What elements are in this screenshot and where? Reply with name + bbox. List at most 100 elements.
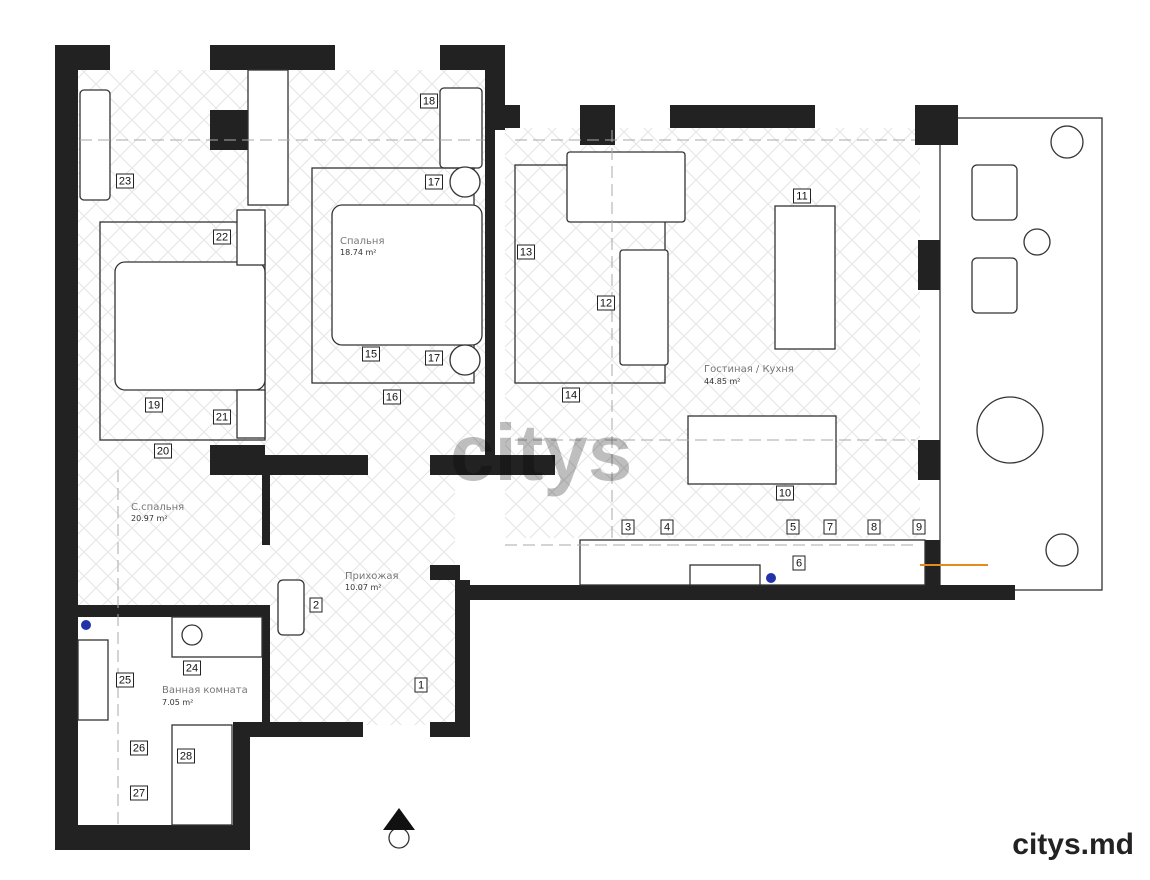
marker-box [517, 244, 535, 260]
marker-label: 23 [119, 176, 131, 188]
room-name-bathroom: Ванная комната [162, 685, 248, 696]
marker-box [130, 785, 148, 801]
item-marker-14: 14 [562, 387, 580, 403]
marker-label: 3 [625, 522, 631, 534]
item-marker-4: 4 [660, 519, 674, 535]
room-name-hallway: Прихожая [345, 571, 399, 582]
marker-box [823, 519, 837, 535]
marker-box [425, 174, 443, 190]
watermark: citys [450, 408, 632, 497]
item-marker-10: 10 [776, 485, 794, 501]
item-marker-17: 17 [425, 350, 443, 366]
marker-label: 9 [916, 522, 922, 534]
furniture [77, 69, 1084, 849]
marker-box [116, 173, 134, 189]
marker-box [362, 346, 380, 362]
item-marker-6: 6 [792, 555, 806, 571]
marker-label: 11 [796, 191, 807, 203]
marker-box [145, 397, 163, 413]
marker-box [597, 295, 615, 311]
marker-label: 10 [779, 488, 791, 500]
room-area-bedroom: 18.74 m² [340, 248, 376, 257]
marker-label: 20 [157, 446, 169, 458]
item-marker-22: 22 [213, 229, 231, 245]
item-marker-16: 16 [383, 389, 401, 405]
marker-box [130, 740, 148, 756]
marker-box [309, 597, 323, 613]
marker-box [912, 519, 926, 535]
marker-label: 19 [148, 400, 160, 412]
marker-label: 1 [418, 680, 424, 692]
marker-label: 25 [119, 675, 131, 687]
marker-box [660, 519, 674, 535]
item-marker-12: 12 [597, 295, 615, 311]
marker-box [867, 519, 881, 535]
marker-label: 6 [796, 558, 802, 570]
marker-box [213, 229, 231, 245]
marker-box [414, 677, 428, 693]
marker-label: 22 [216, 232, 228, 244]
item-marker-7: 7 [823, 519, 837, 535]
marker-label: 13 [520, 247, 532, 259]
marker-label: 2 [313, 600, 319, 612]
marker-label: 17 [428, 177, 440, 189]
room-area-living-kitchen: 44.85 m² [704, 377, 740, 386]
marker-box [154, 443, 172, 459]
marker-label: 8 [871, 522, 877, 534]
marker-label: 12 [600, 298, 612, 310]
room-name-bedroom: Спальня [340, 236, 385, 247]
item-marker-18: 18 [420, 93, 438, 109]
marker-box [562, 387, 580, 403]
item-marker-17: 17 [425, 174, 443, 190]
item-marker-26: 26 [130, 740, 148, 756]
marker-label: 26 [133, 743, 145, 755]
marker-label: 18 [423, 96, 435, 108]
item-marker-27: 27 [130, 785, 148, 801]
terrace [939, 117, 1103, 591]
room-name-living-kitchen: Гостиная / Кухня [704, 364, 794, 375]
marker-label: 7 [827, 522, 833, 534]
item-marker-13: 13 [517, 244, 535, 260]
marker-box [183, 660, 201, 676]
marker-label: 14 [565, 390, 577, 402]
item-marker-20: 20 [154, 443, 172, 459]
room-area-hallway: 10.07 m² [345, 583, 381, 592]
marker-label: 21 [216, 412, 228, 424]
marker-label: 16 [386, 392, 398, 404]
marker-box [776, 485, 794, 501]
marker-box [793, 188, 811, 204]
item-marker-23: 23 [116, 173, 134, 189]
marker-label: 24 [186, 663, 198, 675]
marker-box [116, 672, 134, 688]
item-marker-19: 19 [145, 397, 163, 413]
item-marker-24: 24 [183, 660, 201, 676]
marker-label: 27 [133, 788, 145, 800]
marker-box [425, 350, 443, 366]
item-marker-5: 5 [786, 519, 800, 535]
item-marker-8: 8 [867, 519, 881, 535]
item-marker-28: 28 [177, 748, 195, 764]
marker-box [621, 519, 635, 535]
item-marker-15: 15 [362, 346, 380, 362]
marker-box [177, 748, 195, 764]
marker-box [792, 555, 806, 571]
item-marker-11: 11 [793, 188, 811, 204]
brand-logo: citys.md [1012, 828, 1134, 861]
item-marker-21: 21 [213, 409, 231, 425]
marker-label: 5 [790, 522, 796, 534]
marker-box [213, 409, 231, 425]
dashed-guides [80, 130, 918, 825]
marker-label: 4 [664, 522, 670, 534]
room-area-master-bedroom: 20.97 m² [131, 514, 167, 523]
item-marker-1: 1 [414, 677, 428, 693]
marker-box [420, 93, 438, 109]
marker-label: 28 [180, 751, 192, 763]
item-marker-3: 3 [621, 519, 635, 535]
marker-box [786, 519, 800, 535]
marker-box [383, 389, 401, 405]
item-marker-2: 2 [309, 597, 323, 613]
item-marker-9: 9 [912, 519, 926, 535]
marker-label: 15 [365, 349, 377, 361]
